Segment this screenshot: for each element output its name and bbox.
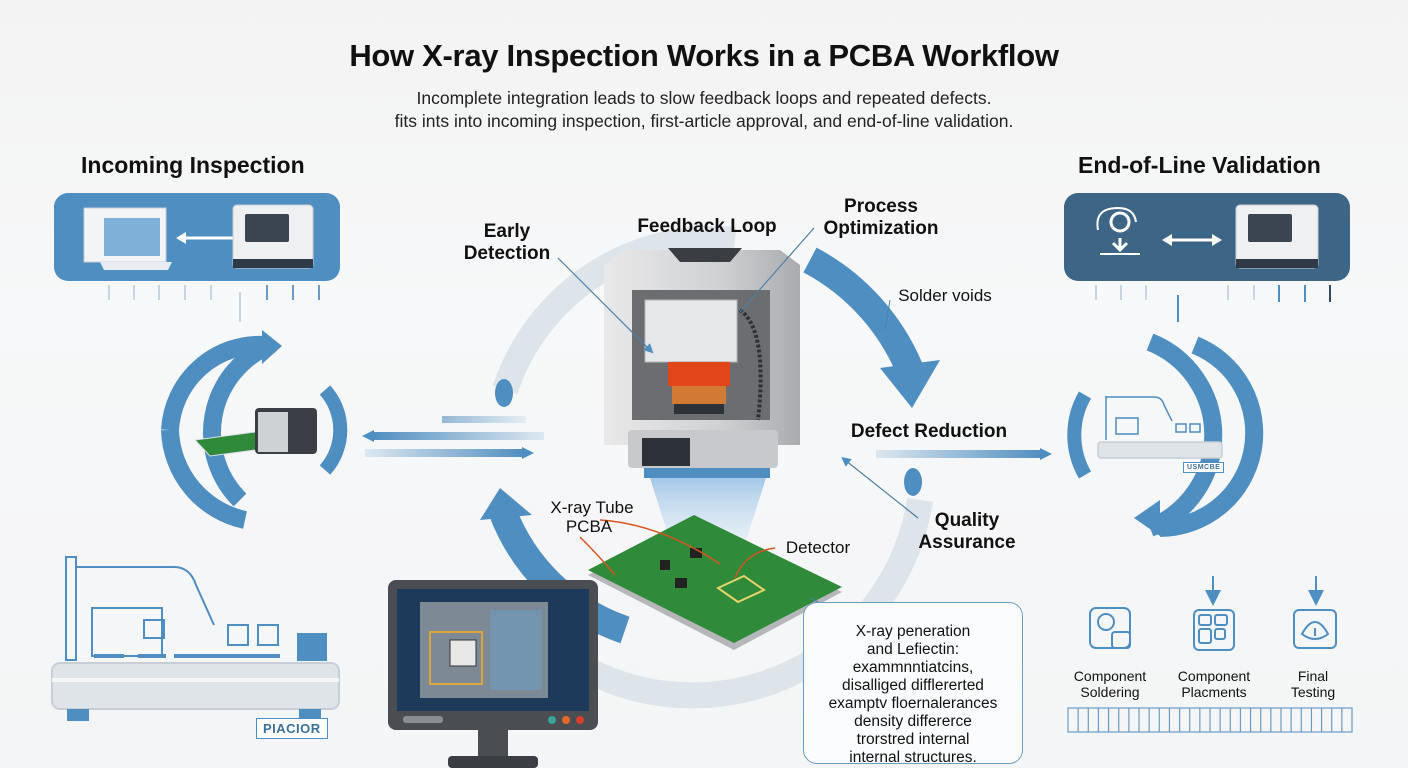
quality-assurance-leader [841, 457, 919, 519]
drop-shape [904, 468, 922, 496]
eol-cycle-arc-small [1067, 391, 1092, 479]
inspection-robot-icon [1096, 206, 1140, 255]
page-title: How X-ray Inspection Works in a PCBA Wor… [349, 38, 1059, 73]
description-line: exammnntiatcins, [852, 659, 974, 676]
eol-machine-tag: USMCBE [1183, 462, 1225, 473]
description-line: internal structures. [849, 749, 977, 766]
flow-arrow-right [365, 449, 525, 457]
double-arrow-icon [1162, 234, 1222, 246]
subtitle-line-1: Incomplete integration leads to slow fee… [416, 88, 992, 108]
flow-arrow-left [372, 432, 544, 440]
magnifier-icon [1089, 607, 1131, 649]
feedback-arc-bottom [563, 498, 933, 709]
process-optimization-line-1: Process [844, 196, 918, 217]
description-line: and Lefiectin: [866, 641, 960, 658]
description-line: disalliged difflererted [842, 677, 984, 694]
solder-voids-label: Solder voids [898, 286, 992, 305]
step-component-soldering: Component Soldering [1060, 668, 1160, 700]
eol-cycle-arc-right [1159, 336, 1264, 537]
process-optimization-leader [739, 227, 815, 313]
drop-shape [495, 379, 513, 407]
detector-leader [734, 547, 776, 579]
feedback-arc-right [803, 247, 923, 376]
feedback-loop-label: Feedback Loop [637, 216, 777, 237]
incoming-cycle-arc-top [161, 335, 266, 431]
incoming-cycle-arc [203, 337, 272, 507]
pcb-reader-icon [193, 408, 317, 457]
eol-assembly-line-icon [1097, 396, 1223, 459]
incoming-machine-tag: PIACIOR [256, 718, 328, 739]
early-detection-line-1: Early [483, 221, 531, 242]
step-label-line: Testing [1290, 684, 1336, 700]
conveyor-strip [1067, 707, 1353, 733]
pcba-board [588, 515, 842, 650]
detector-label: Detector [785, 538, 851, 557]
early-detection-line-2: Detection [463, 243, 551, 264]
incoming-assembly-line-icon [51, 556, 340, 721]
early-detection-leader [557, 257, 654, 354]
test-unit-icon [1293, 609, 1337, 649]
process-optimization-label: Process Optimization [812, 196, 950, 240]
step-label-line: Component [1177, 668, 1251, 684]
step-label-line: Soldering [1080, 684, 1140, 700]
inspection-oven-icon [83, 207, 172, 270]
description-box: X-ray peneration and Lefiectin: exammnnt… [803, 602, 1023, 766]
incoming-cycle-arc-small [319, 385, 348, 475]
xray-tube-leader [599, 519, 721, 565]
pcba-label: PCBA [565, 517, 613, 536]
chip-grid-icon [1193, 609, 1235, 651]
description-line: trorstred internal [856, 731, 970, 748]
validation-machine-icon [1235, 204, 1319, 269]
step-component-placements: Component Placments [1164, 668, 1264, 700]
eol-cycle-arc [1146, 333, 1223, 537]
incoming-inspection-title: Incoming Inspection [81, 152, 305, 178]
flow-bar [442, 416, 526, 423]
xray-tube-housing [644, 299, 738, 363]
detector-plate [644, 468, 770, 478]
incoming-cycle-arc-bottom [161, 429, 248, 529]
description-line: examptv floernalerances [828, 695, 998, 712]
defect-reduction-label: Defect Reduction [850, 421, 1008, 442]
incoming-down-arrows [108, 285, 320, 322]
step-final-testing: Final Testing [1263, 668, 1363, 700]
inspection-monitor [388, 580, 598, 768]
step-label-line: Final [1297, 668, 1329, 684]
quality-assurance-label: Quality Assurance [912, 510, 1022, 554]
feedback-arc-light [492, 226, 737, 395]
xray-source [668, 362, 730, 386]
subtitle-line-2: fits ints into incoming inspection, firs… [394, 111, 1014, 131]
description-line: X-ray peneration [855, 623, 971, 640]
step-label-line: Placments [1181, 684, 1247, 700]
eol-down-arrows [1095, 285, 1331, 322]
feedback-arrowhead-right [880, 360, 940, 408]
process-optimization-line-2: Optimization [823, 218, 939, 239]
quality-assurance-line-2: Assurance [918, 532, 1016, 553]
early-detection-label: Early Detection [452, 221, 562, 265]
defect-reduction-arrow [876, 450, 1044, 458]
incoming-cycle-arrowhead [262, 330, 282, 364]
pcba-leader [579, 536, 616, 576]
xray-machine-icon [232, 204, 314, 269]
eol-cycle-arrowhead [1134, 500, 1160, 536]
xray-tube-label: X-ray Tube [550, 498, 634, 517]
feedback-arrowhead-left [480, 488, 532, 520]
quality-assurance-line-1: Quality [934, 510, 1000, 531]
description-line: density differerce [854, 713, 972, 730]
end-of-line-validation-title: End-of-Line Validation [1078, 152, 1321, 178]
step-label-line: Component [1073, 668, 1147, 684]
